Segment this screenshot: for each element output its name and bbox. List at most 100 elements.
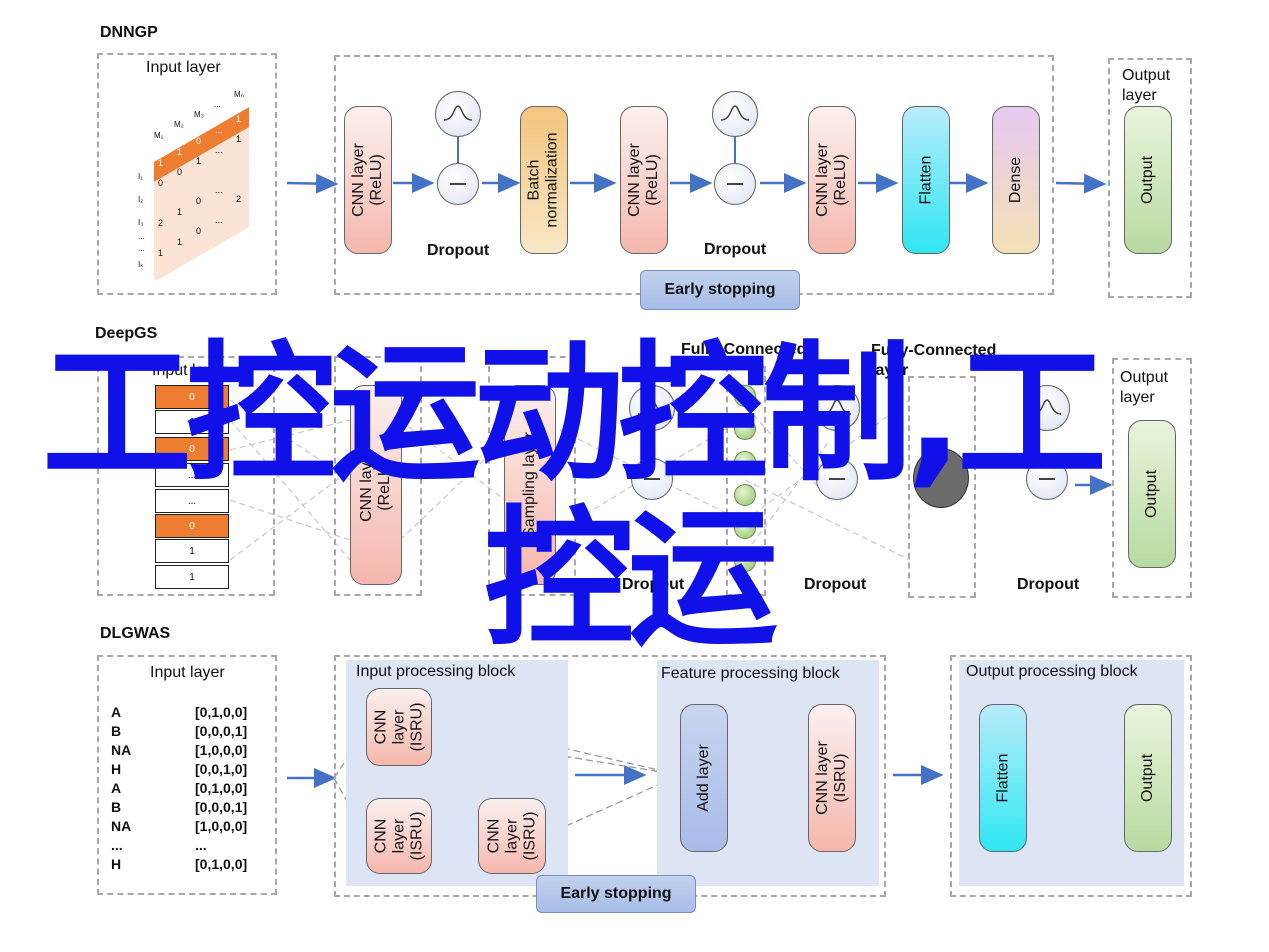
deepgs-output-box <box>1112 358 1192 598</box>
deepgs-dropout-1-minus-icon <box>631 458 673 500</box>
dnngp-output-box <box>1108 58 1192 298</box>
encoding-6: [0,0,0,1] <box>195 799 248 815</box>
dlgwas-input-block-title: Input processing block <box>356 663 516 680</box>
sigmoid-curve <box>1032 399 1062 415</box>
deepgs-sampling-box <box>488 356 576 596</box>
dlgwas-output-box <box>950 655 1192 897</box>
dnngp-dropout-2-minus-icon <box>714 163 756 205</box>
minus-glyph <box>1039 478 1055 480</box>
dlgwas-cnn-isru-feature-label: CNN layer (ISRU) <box>814 741 850 815</box>
dnngp-dropout-1-label: Dropout <box>427 242 490 259</box>
dlgwas-cnn-isru-1: CNN layer (ISRU) <box>366 688 432 766</box>
deepgs-fc1-box <box>726 366 766 596</box>
deepgs-fc2-box <box>908 376 976 598</box>
dlgwas-cnn-isru-feature: CNN layer (ISRU) <box>808 704 856 852</box>
encoding-1: [0,1,0,0] <box>195 704 248 720</box>
genotype-3: NA <box>111 742 132 758</box>
dnngp-flatten-label: Flatten <box>917 155 935 205</box>
dnngp-dropout-stems <box>457 133 736 163</box>
dnngp-cnn-layer-1-label: CNN layer (ReLU) <box>350 143 386 217</box>
matrix-col-2: M₂ <box>174 120 184 129</box>
deepgs-output-node: Output <box>1128 420 1176 568</box>
encoding-2: [0,0,0,1] <box>195 723 248 739</box>
deepgs-dropout-2-minus-icon <box>816 458 858 500</box>
dnngp-input-matrix: M₁ M₂ M₃ ... Mₙ 1 1 0 ... 1 0 0 1 ... 1 … <box>150 90 260 282</box>
deepgs-dropout-3-activation-icon <box>1024 385 1070 431</box>
minus-glyph <box>727 183 743 185</box>
matrix-col-4: ... <box>214 100 221 109</box>
deepgs-cell-8: 1 <box>155 565 229 589</box>
dlgwas-input-box <box>97 655 277 895</box>
sigmoid-curve <box>720 105 750 121</box>
dnngp-dense: Dense <box>992 106 1040 254</box>
encoding-7: [1,0,0,0] <box>195 818 248 834</box>
matrix-col-5: Mₙ <box>234 90 244 99</box>
watermark-line-1: 工控运动控制,工 <box>42 328 1107 502</box>
matrix-r4c3: 0 <box>196 226 202 236</box>
matrix-r3c5: 2 <box>236 194 242 204</box>
deepgs-cell-7: 1 <box>155 539 229 563</box>
matrix-r4c1: 1 <box>158 248 164 258</box>
dnngp-output-node: Output <box>1124 106 1172 254</box>
matrix-r4c2: 1 <box>177 237 183 247</box>
sigmoid-curve <box>443 105 473 121</box>
dlgwas-genotype-list: A B NA H A B NA ... H <box>111 703 131 874</box>
dlgwas-flatten-label: Flatten <box>994 753 1012 803</box>
dnngp-cnn-layer-2: CNN layer (ReLU) <box>620 106 668 254</box>
minus-glyph <box>450 183 466 185</box>
genotype-9: H <box>111 856 122 872</box>
dnngp-dropout-2-activation-icon <box>712 91 758 137</box>
dlgwas-cnn-isru-2: CNN layer (ISRU) <box>366 798 432 874</box>
dnngp-early-stopping: Early stopping <box>640 270 800 310</box>
matrix-r1c1: 1 <box>158 158 164 168</box>
minus-glyph <box>829 478 845 480</box>
deepgs-fc1-title: Fully-Connected <box>681 341 807 358</box>
matrix-r3c3: 0 <box>196 196 202 206</box>
dlgwas-output-label: Output <box>1139 753 1156 803</box>
genotype-2: B <box>111 723 122 739</box>
matrix-col-1: M₁ <box>154 131 164 140</box>
encoding-3: [1,0,0,0] <box>195 742 248 758</box>
matrix-r2c5: 1 <box>236 134 242 144</box>
dnngp-cnn-layer-3: CNN layer (ReLU) <box>808 106 856 254</box>
dnngp-cnn-layer-2-label: CNN layer (ReLU) <box>626 143 662 217</box>
deepgs-input-box <box>97 356 275 596</box>
matrix-r2c2: 0 <box>177 167 183 177</box>
deepgs-cell-2: 1 <box>155 410 229 434</box>
dnngp-output-title: Output layer <box>1122 67 1171 104</box>
matrix-r3c4: ... <box>215 185 223 195</box>
deepgs-fc1-node-1 <box>734 385 756 407</box>
matrix-row-6: Iₖ <box>138 260 144 269</box>
matrix-r1c4: ... <box>215 125 223 135</box>
dnngp-dropout-1-activation-icon <box>435 91 481 137</box>
encoding-4: [0,0,1,0] <box>195 761 248 777</box>
dnngp-batch-norm-label: Batch normalization <box>526 132 561 228</box>
minus-glyph <box>644 478 660 480</box>
deepgs-fc1-node-4 <box>734 484 756 506</box>
deepgs-dropout-2-activation-icon <box>814 385 860 431</box>
dnngp-output-label: Output <box>1139 155 1156 205</box>
dnngp-cnn-layer-3-label: CNN layer (ReLU) <box>814 143 850 217</box>
deepgs-output-title: Output layer <box>1120 369 1169 406</box>
deepgs-title: DeepGS <box>95 325 158 342</box>
dlgwas-add-layer-label: Add layer <box>695 744 712 812</box>
deepgs-fc1-node-3 <box>734 451 756 473</box>
encoding-8: ... <box>195 837 207 853</box>
dnngp-dense-label: Dense <box>1007 156 1024 204</box>
dlgwas-input-title: Input layer <box>150 664 225 681</box>
matrix-r2c4: ... <box>215 145 223 155</box>
dnngp-dropout-1-minus-icon <box>437 163 479 205</box>
deepgs-dropout-1-label: Dropout <box>622 576 685 593</box>
genotype-8: ... <box>111 837 123 853</box>
matrix-r2c3: 1 <box>196 156 202 166</box>
matrix-row-2: I₂ <box>138 195 144 204</box>
deepgs-output-label: Output <box>1143 469 1160 519</box>
dlgwas-add-layer: Add layer <box>680 704 728 852</box>
deepgs-fc1-node-5 <box>734 517 756 539</box>
dlgwas-cnn-isru-3-label: CNN layer (ISRU) <box>484 811 538 861</box>
deepgs-cell-1: 0 <box>155 385 229 409</box>
deepgs-cnn-layer: CNN layer (ReLU) <box>350 385 402 585</box>
matrix-r2c1: 0 <box>158 178 164 188</box>
deepgs-dropout-3-minus-icon <box>1026 458 1068 500</box>
dlgwas-feature-block-title: Feature processing block <box>661 665 840 682</box>
